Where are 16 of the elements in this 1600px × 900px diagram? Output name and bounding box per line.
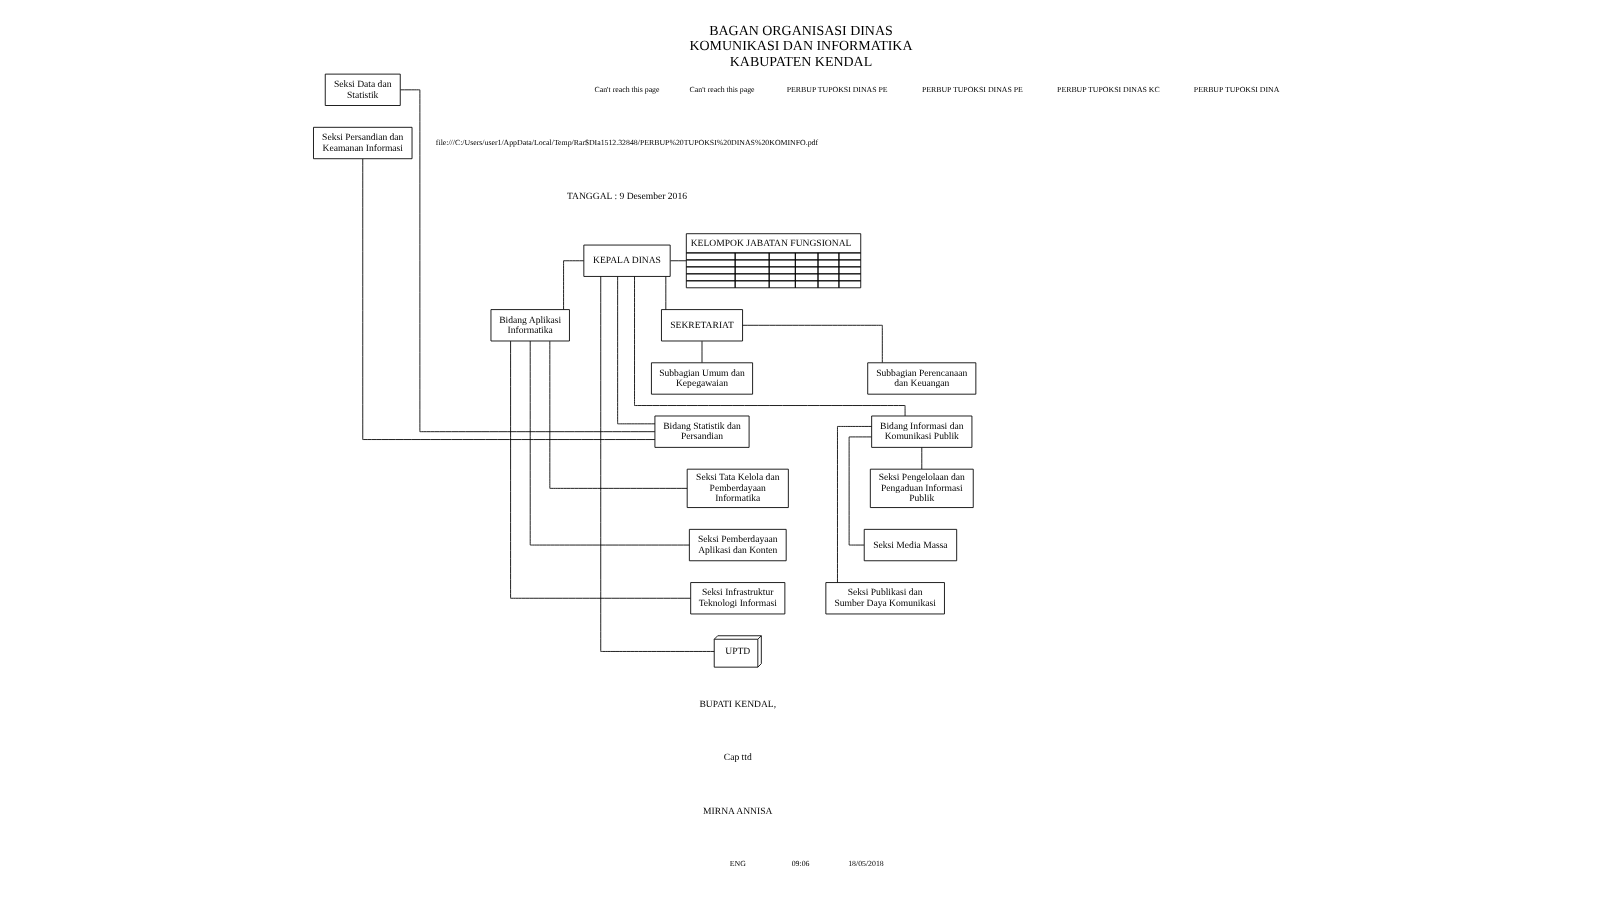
connector — [741, 324, 882, 363]
connector — [700, 340, 702, 363]
connector — [509, 340, 690, 599]
connector — [836, 426, 871, 583]
connector — [664, 276, 666, 310]
connector — [633, 276, 905, 417]
connector — [361, 158, 655, 440]
connector — [920, 447, 922, 470]
connector — [669, 260, 686, 262]
connector — [548, 340, 687, 489]
connector — [528, 340, 689, 546]
connector — [616, 276, 655, 425]
connector — [562, 260, 584, 310]
connector — [599, 276, 714, 652]
connector — [847, 436, 871, 546]
connector — [399, 89, 655, 433]
